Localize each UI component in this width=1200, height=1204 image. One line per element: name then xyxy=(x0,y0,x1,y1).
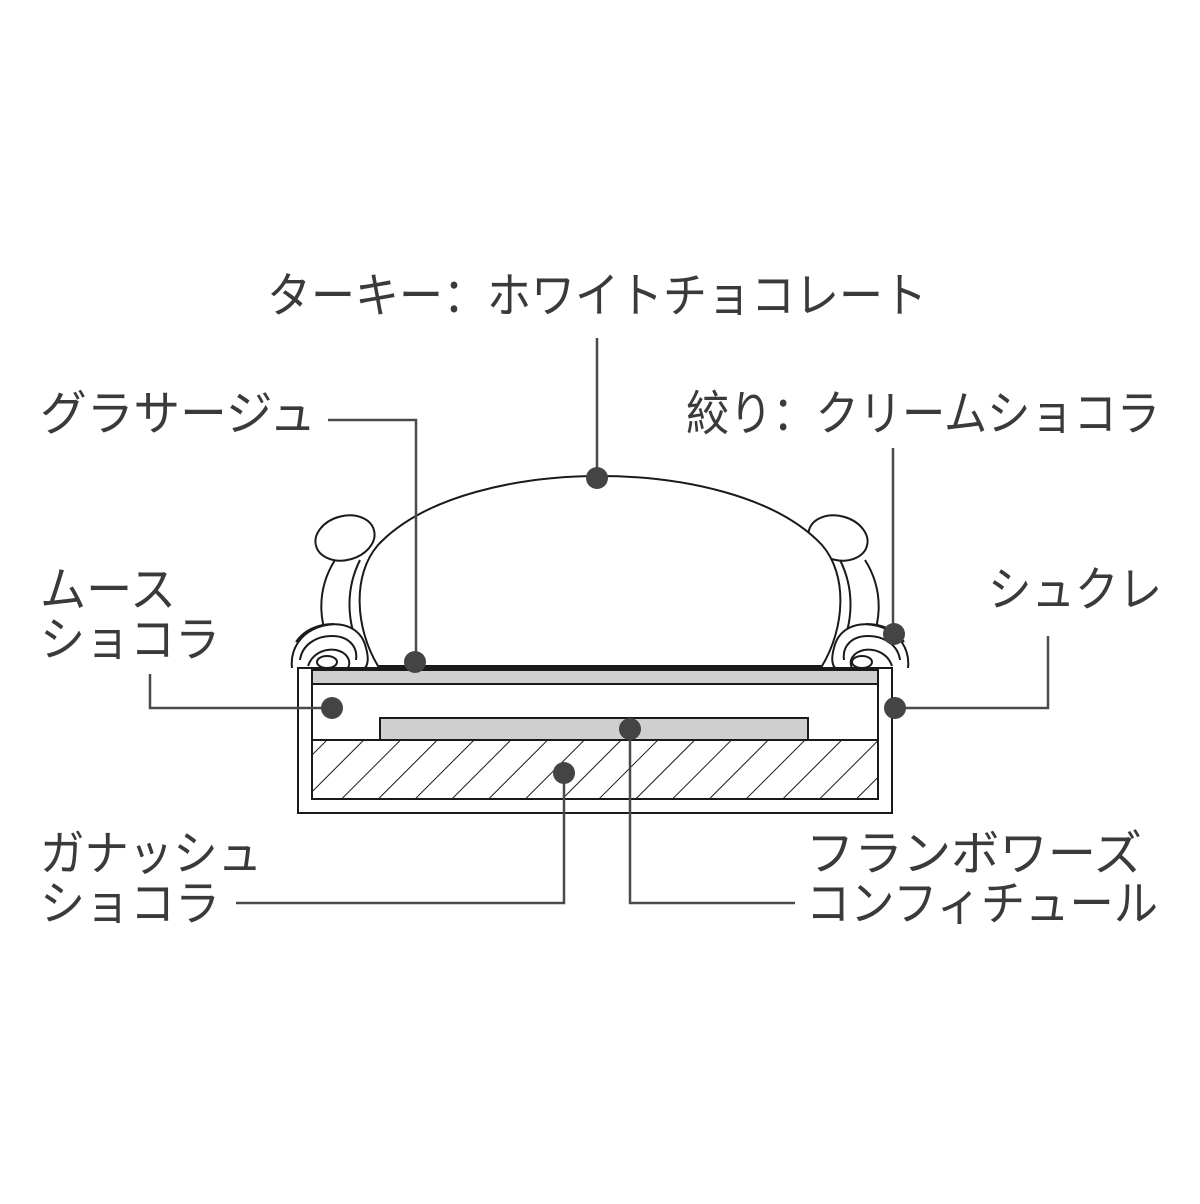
label-ganache-line2: ショコラ xyxy=(40,876,220,932)
label-glacage: グラサージュ xyxy=(40,386,316,442)
dot-framboise xyxy=(619,718,641,740)
label-turkey: ターキー：ホワイトチョコレート xyxy=(267,268,927,324)
dot-ganache xyxy=(553,762,575,784)
dot-mousse xyxy=(321,697,343,719)
label-framboise-line2: コンフィチュール xyxy=(806,876,1158,932)
leader-framboise xyxy=(628,729,795,905)
marker-dots xyxy=(321,467,906,784)
leader-ganache xyxy=(236,773,566,905)
turkey-body xyxy=(358,474,842,667)
label-shibori: 絞り：クリームショコラ xyxy=(686,386,1160,442)
leader-sucre xyxy=(895,636,1050,710)
framboise-confiture-layer xyxy=(379,717,809,741)
piped-cream-left xyxy=(290,623,369,669)
leader-mousse xyxy=(148,674,332,710)
leader-glacage xyxy=(328,418,418,662)
glacage-layer xyxy=(311,669,879,685)
ganache-layer xyxy=(311,739,879,800)
labels: ターキー：ホワイトチョコレート グラサージュ 絞り：クリームショコラ ムース シ… xyxy=(40,268,1162,932)
dot-sucre xyxy=(884,697,906,719)
leader-lines xyxy=(148,338,1050,905)
label-mousse-line1: ムース xyxy=(40,562,176,618)
label-mousse-line2: ショコラ xyxy=(40,612,220,668)
dot-shibori xyxy=(883,623,905,645)
label-sucre: シュクレ xyxy=(988,562,1162,618)
cake-illustration xyxy=(290,474,910,814)
dot-turkey xyxy=(586,467,608,489)
label-framboise-line1: フランボワーズ xyxy=(806,826,1142,882)
dot-glacage xyxy=(404,651,426,673)
label-ganache-line1: ガナッシュ xyxy=(40,826,262,882)
